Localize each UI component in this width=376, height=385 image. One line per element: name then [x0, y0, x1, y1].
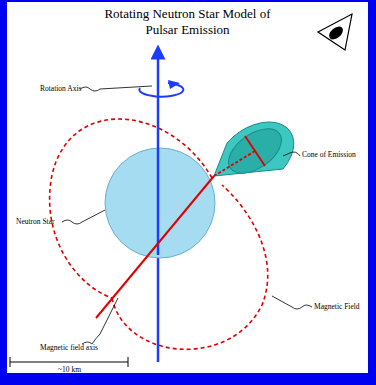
eye-pupil — [327, 24, 346, 42]
observer-eye — [318, 14, 352, 50]
leader-line — [80, 86, 152, 91]
scale-bar — [10, 362, 128, 363]
cone-label: Cone of Emission — [302, 150, 356, 159]
cone-opening — [221, 120, 290, 182]
rotation-axis — [157, 52, 160, 255]
magnetic-axis — [214, 151, 255, 176]
cone-diameter — [245, 136, 265, 166]
leader-line — [82, 298, 118, 344]
leader-line — [62, 210, 105, 224]
diagram-title: Rotating Neutron Star Model of Pulsar Em… — [7, 6, 368, 38]
rotation-arrowhead — [168, 80, 180, 89]
scale-label: ~10 km — [58, 365, 81, 374]
leader-line — [283, 152, 300, 156]
axis-label: Rotation Axis — [40, 84, 81, 93]
axis-label: Magnetic field axis — [40, 343, 98, 352]
field-label: Magnetic Field — [314, 302, 360, 311]
leader-line — [272, 296, 312, 309]
rotation-axis — [157, 255, 160, 362]
scale-tick — [10, 357, 11, 367]
rotation-arrow — [139, 83, 183, 97]
star-label: Neutron Star — [16, 217, 55, 226]
scale-tick — [128, 357, 129, 367]
magnetic-axis — [96, 176, 214, 318]
